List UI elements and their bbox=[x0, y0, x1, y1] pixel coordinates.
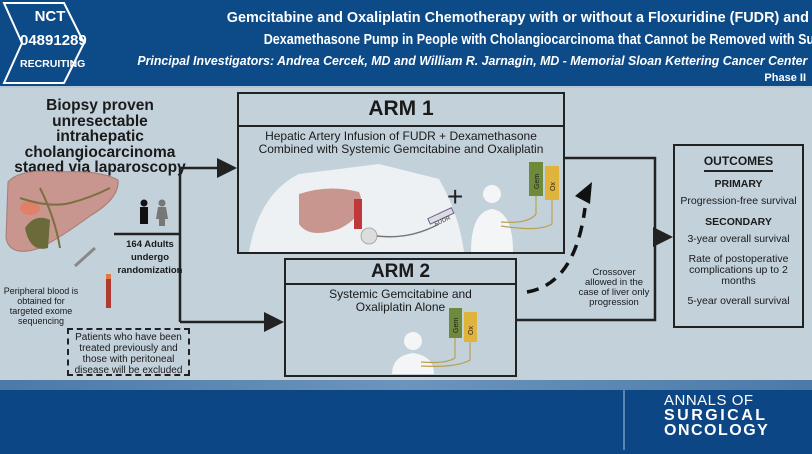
primary-label: PRIMARY bbox=[714, 178, 763, 190]
arm1-illustration: FUDR + Gem Ox bbox=[249, 162, 559, 252]
footer-divider bbox=[623, 390, 625, 450]
crossover-arrowhead bbox=[575, 182, 592, 204]
crossover-note: Crossover allowed in the case of liver o… bbox=[578, 267, 650, 308]
logo-line-3: ONCOLOGY bbox=[664, 422, 770, 439]
logo-line-2: SURGICAL bbox=[664, 407, 768, 424]
gem-bag-label: Gem bbox=[534, 174, 541, 189]
blood-note: Peripheral blood is obtained for targete… bbox=[3, 286, 79, 326]
gem-bag-label: Gem bbox=[453, 318, 460, 333]
ox-bag-label: Ox bbox=[550, 182, 557, 191]
crossover-dashed-arrow bbox=[526, 207, 587, 294]
principal-investigators: Principal Investigators: Andrea Cercek, … bbox=[137, 54, 808, 68]
secondary-outcome: Rate of postoperative complications up t… bbox=[688, 253, 789, 287]
status-badge: RECRUITING bbox=[20, 58, 86, 70]
title-line-1: Gemcitabine and Oxaliplatin Chemotherapy… bbox=[226, 10, 809, 26]
arm2-box: ARM 2 Systemic Gemcitabine and Oxaliplat… bbox=[284, 258, 517, 377]
secondary-label: SECONDARY bbox=[705, 216, 772, 228]
arm2-illustration: Gem Ox bbox=[392, 308, 477, 374]
nct-chevron-badge bbox=[2, 2, 86, 84]
footer-band bbox=[0, 380, 812, 454]
gem-bag bbox=[449, 308, 462, 338]
liver-illustration bbox=[5, 170, 119, 252]
plus-sign: + bbox=[447, 181, 463, 212]
population-title: Biopsy proven unresectable intrahepatic … bbox=[14, 97, 186, 176]
gem-bag bbox=[529, 162, 543, 196]
randomization-label: 164 Adults undergo randomization bbox=[117, 239, 183, 276]
patient-icon bbox=[471, 209, 513, 252]
logo-line-1: ANNALS OF bbox=[664, 392, 754, 409]
arm2-description: Systemic Gemcitabine and Oxaliplatin Alo… bbox=[329, 287, 472, 314]
study-title: Gemcitabine and Oxaliplatin Chemotherapy… bbox=[225, 7, 812, 51]
arm1-description: Hepatic Artery Infusion of FUDR + Dexame… bbox=[258, 129, 544, 156]
patient-icon bbox=[392, 353, 434, 374]
ox-bag-label: Ox bbox=[468, 326, 475, 335]
secondary-outcome: 3-year overall survival bbox=[687, 233, 790, 245]
journal-logo: ANNALS OF SURGICAL ONCOLOGY bbox=[664, 392, 770, 439]
blood-sample-icon bbox=[73, 246, 111, 308]
nct-prefix: NCT bbox=[34, 8, 66, 25]
header-banner: NCT 04891289 RECRUITING Gemcitabine and … bbox=[0, 0, 812, 88]
footer-strip bbox=[0, 380, 812, 390]
arm2-title: ARM 2 bbox=[286, 260, 515, 285]
ox-bag bbox=[545, 166, 559, 200]
outcomes-title: OUTCOMES bbox=[703, 154, 774, 172]
arm1-box: ARM 1 Hepatic Artery Infusion of FUDR + … bbox=[237, 92, 565, 254]
nct-number: 04891289 bbox=[20, 32, 87, 49]
primary-outcome: Progression-free survival bbox=[680, 195, 797, 207]
ox-bag bbox=[464, 312, 477, 342]
title-line-2: Dexamethasone Pump in People with Cholan… bbox=[263, 32, 812, 48]
people-icon bbox=[140, 199, 168, 226]
principal-investigators-wrap: Principal Investigators: Andrea Cercek, … bbox=[130, 54, 808, 69]
outcomes-box: OUTCOMES PRIMARY Progression-free surviv… bbox=[673, 144, 804, 328]
arm1-title: ARM 1 bbox=[239, 94, 563, 127]
flow-connectors bbox=[5, 156, 673, 332]
phase-label: Phase II bbox=[764, 72, 806, 84]
secondary-outcome: 5-year overall survival bbox=[687, 295, 790, 307]
exclusion-criteria: Patients who have been treated previousl… bbox=[67, 328, 190, 376]
